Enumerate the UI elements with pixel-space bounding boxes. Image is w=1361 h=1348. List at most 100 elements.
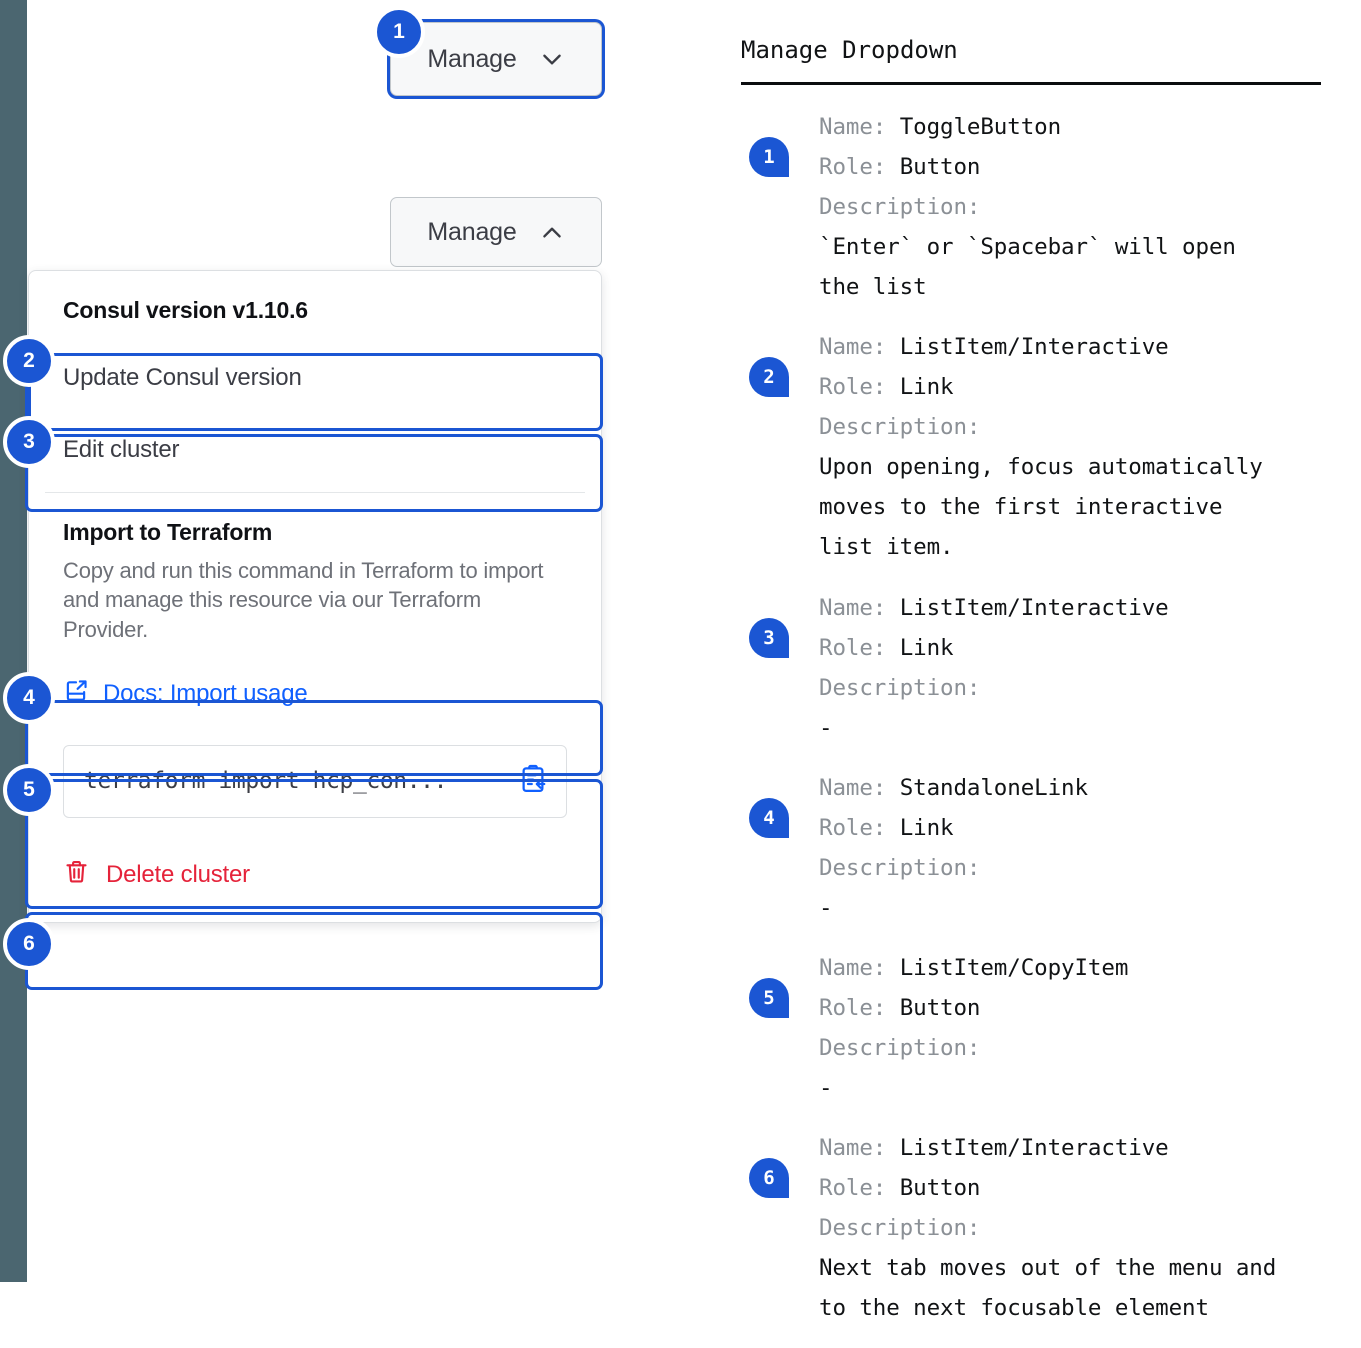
callout-badge-number: 6 [3,918,55,970]
callout-badge-5: 5 [3,764,55,816]
annotation-name-label: Name: [819,334,887,361]
manage-toggle-button-focused[interactable]: Manage [390,22,602,96]
dropdown-section-description: Copy and run this command in Terraform t… [63,558,544,642]
annotation-entry: 5 Name: ListItem/CopyItem Role: Button D… [741,948,1321,1108]
annotation-name-value: ListItem/Interactive [899,334,1169,361]
annotation-name-label: Name: [819,594,887,621]
dropdown-section-title-import-terraform: Import to Terraform [63,519,273,545]
annotation-name-line: Name: ListItem/CopyItem [819,948,1321,988]
callout-badge-number: 5 [3,764,55,816]
dropdown-item-update-consul-version[interactable]: Update Consul version [63,364,302,391]
annotation-name-line: Name: ListItem/Interactive [819,1128,1321,1168]
callout-badge-number: 2 [3,335,55,387]
annotation-role-value: Link [899,634,954,661]
annotation-name-label: Name: [819,1135,887,1162]
annotation-pin-3: 3 [749,617,789,658]
annotation-body: Name: ListItem/Interactive Role: Link De… [819,327,1321,567]
copy-clipboard-icon[interactable] [518,764,548,799]
callout-badge-6: 6 [3,918,55,970]
annotation-role-line: Role: Link [819,367,1321,407]
annotation-name-line: Name: ListItem/Interactive [819,327,1321,367]
annotation-description-value: Next tab moves out of the menu and to th… [819,1255,1277,1322]
terraform-command-copy-box[interactable]: terraform import hcp_con... [63,744,567,818]
dropdown-divider [45,492,585,493]
annotation-role-label: Role: [819,374,887,401]
annotation-role-line: Role: Link [819,808,1321,848]
annotation-description-label: Description: [819,1034,981,1061]
callout-badge-number: 1 [373,6,425,58]
dropdown-item-delete-cluster[interactable]: Delete cluster [29,838,601,912]
annotation-body: Name: ListItem/CopyItem Role: Button Des… [819,948,1321,1108]
docs-external-link-icon [63,678,89,711]
delete-cluster-label: Delete cluster [106,860,250,888]
manage-dropdown-panel: Consul version v1.10.6 Update Consul ver… [28,270,602,923]
annotation-description-value: `Enter` or `Spacebar` will open the list [819,234,1236,301]
annotation-name-label: Name: [819,114,887,140]
annotation-role-value: Link [899,814,954,841]
chevron-up-icon [539,219,565,245]
callout-badge-number: 4 [3,672,55,724]
annotation-description-label: Description: [819,854,981,881]
annotation-description-value: - [819,714,833,741]
annotation-pin-5: 5 [749,977,789,1018]
annotation-name-value: ListItem/Interactive [899,594,1169,621]
annotation-name-value: ListItem/CopyItem [899,954,1129,981]
manage-button-label-open: Manage [427,217,517,246]
annotation-pin-2: 2 [749,357,789,398]
chevron-down-icon [539,46,565,72]
annotation-role-value: Link [899,374,954,401]
annotation-name-value: StandaloneLink [899,774,1088,801]
manage-button-label: Manage [427,44,517,73]
annotation-description-label: Description: [819,1215,981,1242]
annotation-description-label: Description: [819,194,981,221]
annotation-role-label: Role: [819,814,887,841]
annotation-name-label: Name: [819,774,887,801]
annotation-entry: 6 Name: ListItem/Interactive Role: Butto… [741,1128,1321,1328]
annotation-description-label: Description: [819,674,981,701]
left-sidebar-rail [0,0,27,1282]
annotation-role-label: Role: [819,1175,887,1202]
annotation-body: Name: ToggleButton Role: Button Descript… [819,107,1321,307]
dropdown-copy-row[interactable]: terraform import hcp_con... [29,731,601,838]
annotation-body: Name: ListItem/Interactive Role: Button … [819,1128,1321,1328]
annotation-role-label: Role: [819,634,887,661]
manage-toggle-button-open[interactable]: Manage [390,197,602,267]
annotation-role-line: Role: Link [819,628,1321,668]
annotation-body: Name: StandaloneLink Role: Link Descript… [819,768,1321,928]
annotations-divider [741,82,1321,85]
annotation-role-line: Role: Button [819,1168,1321,1208]
annotation-entry: 4 Name: StandaloneLink Role: Link Descri… [741,768,1321,928]
annotation-role-value: Button [899,1175,981,1202]
callout-badge-4: 4 [3,672,55,724]
annotation-name-value: ToggleButton [899,114,1062,140]
annotation-name-label: Name: [819,954,887,981]
annotation-role-value: Button [899,154,981,181]
annotation-role-value: Button [899,994,981,1021]
annotation-description-value: - [819,1075,833,1102]
annotation-name-line: Name: ToggleButton [819,107,1321,147]
annotation-pin-6: 6 [749,1158,789,1199]
annotation-description-value: - [819,894,833,921]
annotation-name-value: ListItem/Interactive [899,1135,1169,1162]
annotation-description-value: Upon opening, focus automatically moves … [819,454,1263,561]
dropdown-item-edit-cluster[interactable]: Edit cluster [63,436,180,463]
annotation-entry: 3 Name: ListItem/Interactive Role: Link … [741,588,1321,748]
annotation-role-line: Role: Button [819,147,1321,187]
highlight-outline-6 [25,912,603,990]
docs-link-label: Docs: Import usage [103,680,308,708]
trash-icon [63,858,90,892]
annotation-role-label: Role: [819,994,887,1021]
callout-badge-1: 1 [373,6,425,58]
terraform-command-text: terraform import hcp_con... [84,768,448,795]
annotation-role-label: Role: [819,154,887,181]
callout-badge-3: 3 [3,416,55,468]
annotation-entry: 1 Name: ToggleButton Role: Button Descri… [741,107,1321,307]
dropdown-header-consul-version: Consul version v1.10.6 [63,297,308,323]
annotation-name-line: Name: StandaloneLink [819,768,1321,808]
dropdown-item-docs-import-usage[interactable]: Docs: Import usage [29,658,601,731]
annotation-pin-4: 4 [749,797,789,838]
annotation-description-label: Description: [819,414,981,441]
annotation-pin-1: 1 [749,137,789,177]
annotation-entry: 2 Name: ListItem/Interactive Role: Link … [741,327,1321,567]
annotation-name-line: Name: ListItem/Interactive [819,588,1321,628]
